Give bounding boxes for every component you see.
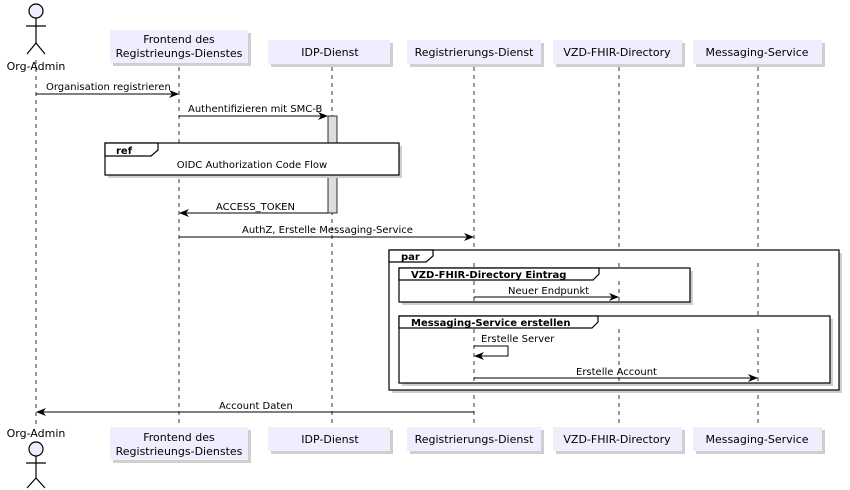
participant-label: VZD-FHIR-Directory: [563, 433, 671, 446]
message-arrow: [474, 345, 509, 360]
participant-vzd-top: VZD-FHIR-Directory: [553, 40, 685, 67]
participant-label: Registrierungs-Dienst: [415, 46, 534, 59]
message-authentifizieren: Authentifizieren mit SMC-B: [179, 104, 328, 120]
participant-label-line2: Registrieungs-Dienstes: [116, 47, 243, 60]
message-neuer-endpunkt: Neuer Endpunkt: [474, 286, 619, 301]
participant-label: Messaging-Service: [705, 433, 808, 446]
message-label: Erstelle Server: [481, 334, 555, 345]
message-erstelle-server: Erstelle Server: [474, 334, 555, 360]
message-access-token: ACCESS_TOKEN: [179, 202, 328, 217]
participant-vzd-bottom: VZD-FHIR-Directory: [553, 427, 685, 454]
actor-org-admin-bottom: Org-Admin: [7, 427, 66, 489]
participant-idp-top: IDP-Dienst: [268, 40, 393, 67]
participant-messaging-top: Messaging-Service: [693, 40, 825, 67]
group-messaging-erstellen: Messaging-Service erstellen: [398, 315, 833, 386]
participant-label: Registrierungs-Dienst: [415, 433, 534, 446]
message-label: ACCESS_TOKEN: [216, 202, 295, 213]
participant-registry-top: Registrierungs-Dienst: [407, 40, 544, 67]
message-account-daten: Account Daten: [36, 401, 474, 416]
participant-label: Messaging-Service: [705, 46, 808, 59]
group-vzd-eintrag: VZD-FHIR-Directory Eintrag: [398, 267, 693, 305]
participant-messaging-bottom: Messaging-Service: [693, 427, 825, 454]
actor-label: Org-Admin: [7, 427, 66, 440]
message-label: Authentifizieren mit SMC-B: [188, 104, 322, 115]
message-erstelle-account: Erstelle Account: [474, 367, 758, 382]
participants-top: Org-Admin Frontend des Registrieungs-Die…: [7, 3, 825, 73]
message-organisation-registrieren: Organisation registrieren: [36, 82, 179, 98]
participant-frontend-top: Frontend des Registrieungs-Dienstes: [110, 30, 251, 66]
message-label: Erstelle Account: [576, 367, 657, 378]
participant-label-line2: Registrieungs-Dienstes: [116, 445, 243, 458]
message-label: AuthZ, Erstelle Messaging-Service: [242, 225, 413, 236]
participant-frontend-bottom: Frontend des Registrieungs-Dienstes: [110, 427, 251, 463]
group-title: Messaging-Service erstellen: [411, 318, 570, 329]
message-label: Account Daten: [219, 401, 293, 412]
participant-label-line1: Frontend des: [143, 33, 215, 46]
message-label: Neuer Endpunkt: [508, 286, 589, 297]
group-title: VZD-FHIR-Directory Eintrag: [411, 270, 566, 281]
participant-label: VZD-FHIR-Directory: [563, 46, 671, 59]
par-frame-tag: par: [401, 252, 420, 263]
message-authz-erstelle: AuthZ, Erstelle Messaging-Service: [179, 225, 474, 241]
ref-frame: ref OIDC Authorization Code Flow: [104, 142, 402, 178]
messages: Organisation registrieren Authentifizier…: [36, 82, 758, 416]
actor-icon: [26, 441, 46, 489]
ref-frame-text: OIDC Authorization Code Flow: [177, 160, 327, 171]
participant-label: IDP-Dienst: [301, 433, 359, 446]
participant-registry-bottom: Registrierungs-Dienst: [407, 427, 544, 454]
participant-label: IDP-Dienst: [301, 46, 359, 59]
actor-icon: [26, 3, 46, 55]
ref-frame-tag: ref: [116, 146, 133, 157]
participants-bottom: Org-Admin Frontend des Registrieungs-Die…: [7, 427, 825, 489]
participant-label-line1: Frontend des: [143, 431, 215, 444]
message-label: Organisation registrieren: [46, 82, 171, 93]
actor-label: Org-Admin: [7, 60, 66, 73]
participant-idp-bottom: IDP-Dienst: [268, 427, 393, 454]
lifelines: [35, 60, 759, 428]
actor-org-admin-top: Org-Admin: [7, 3, 66, 73]
